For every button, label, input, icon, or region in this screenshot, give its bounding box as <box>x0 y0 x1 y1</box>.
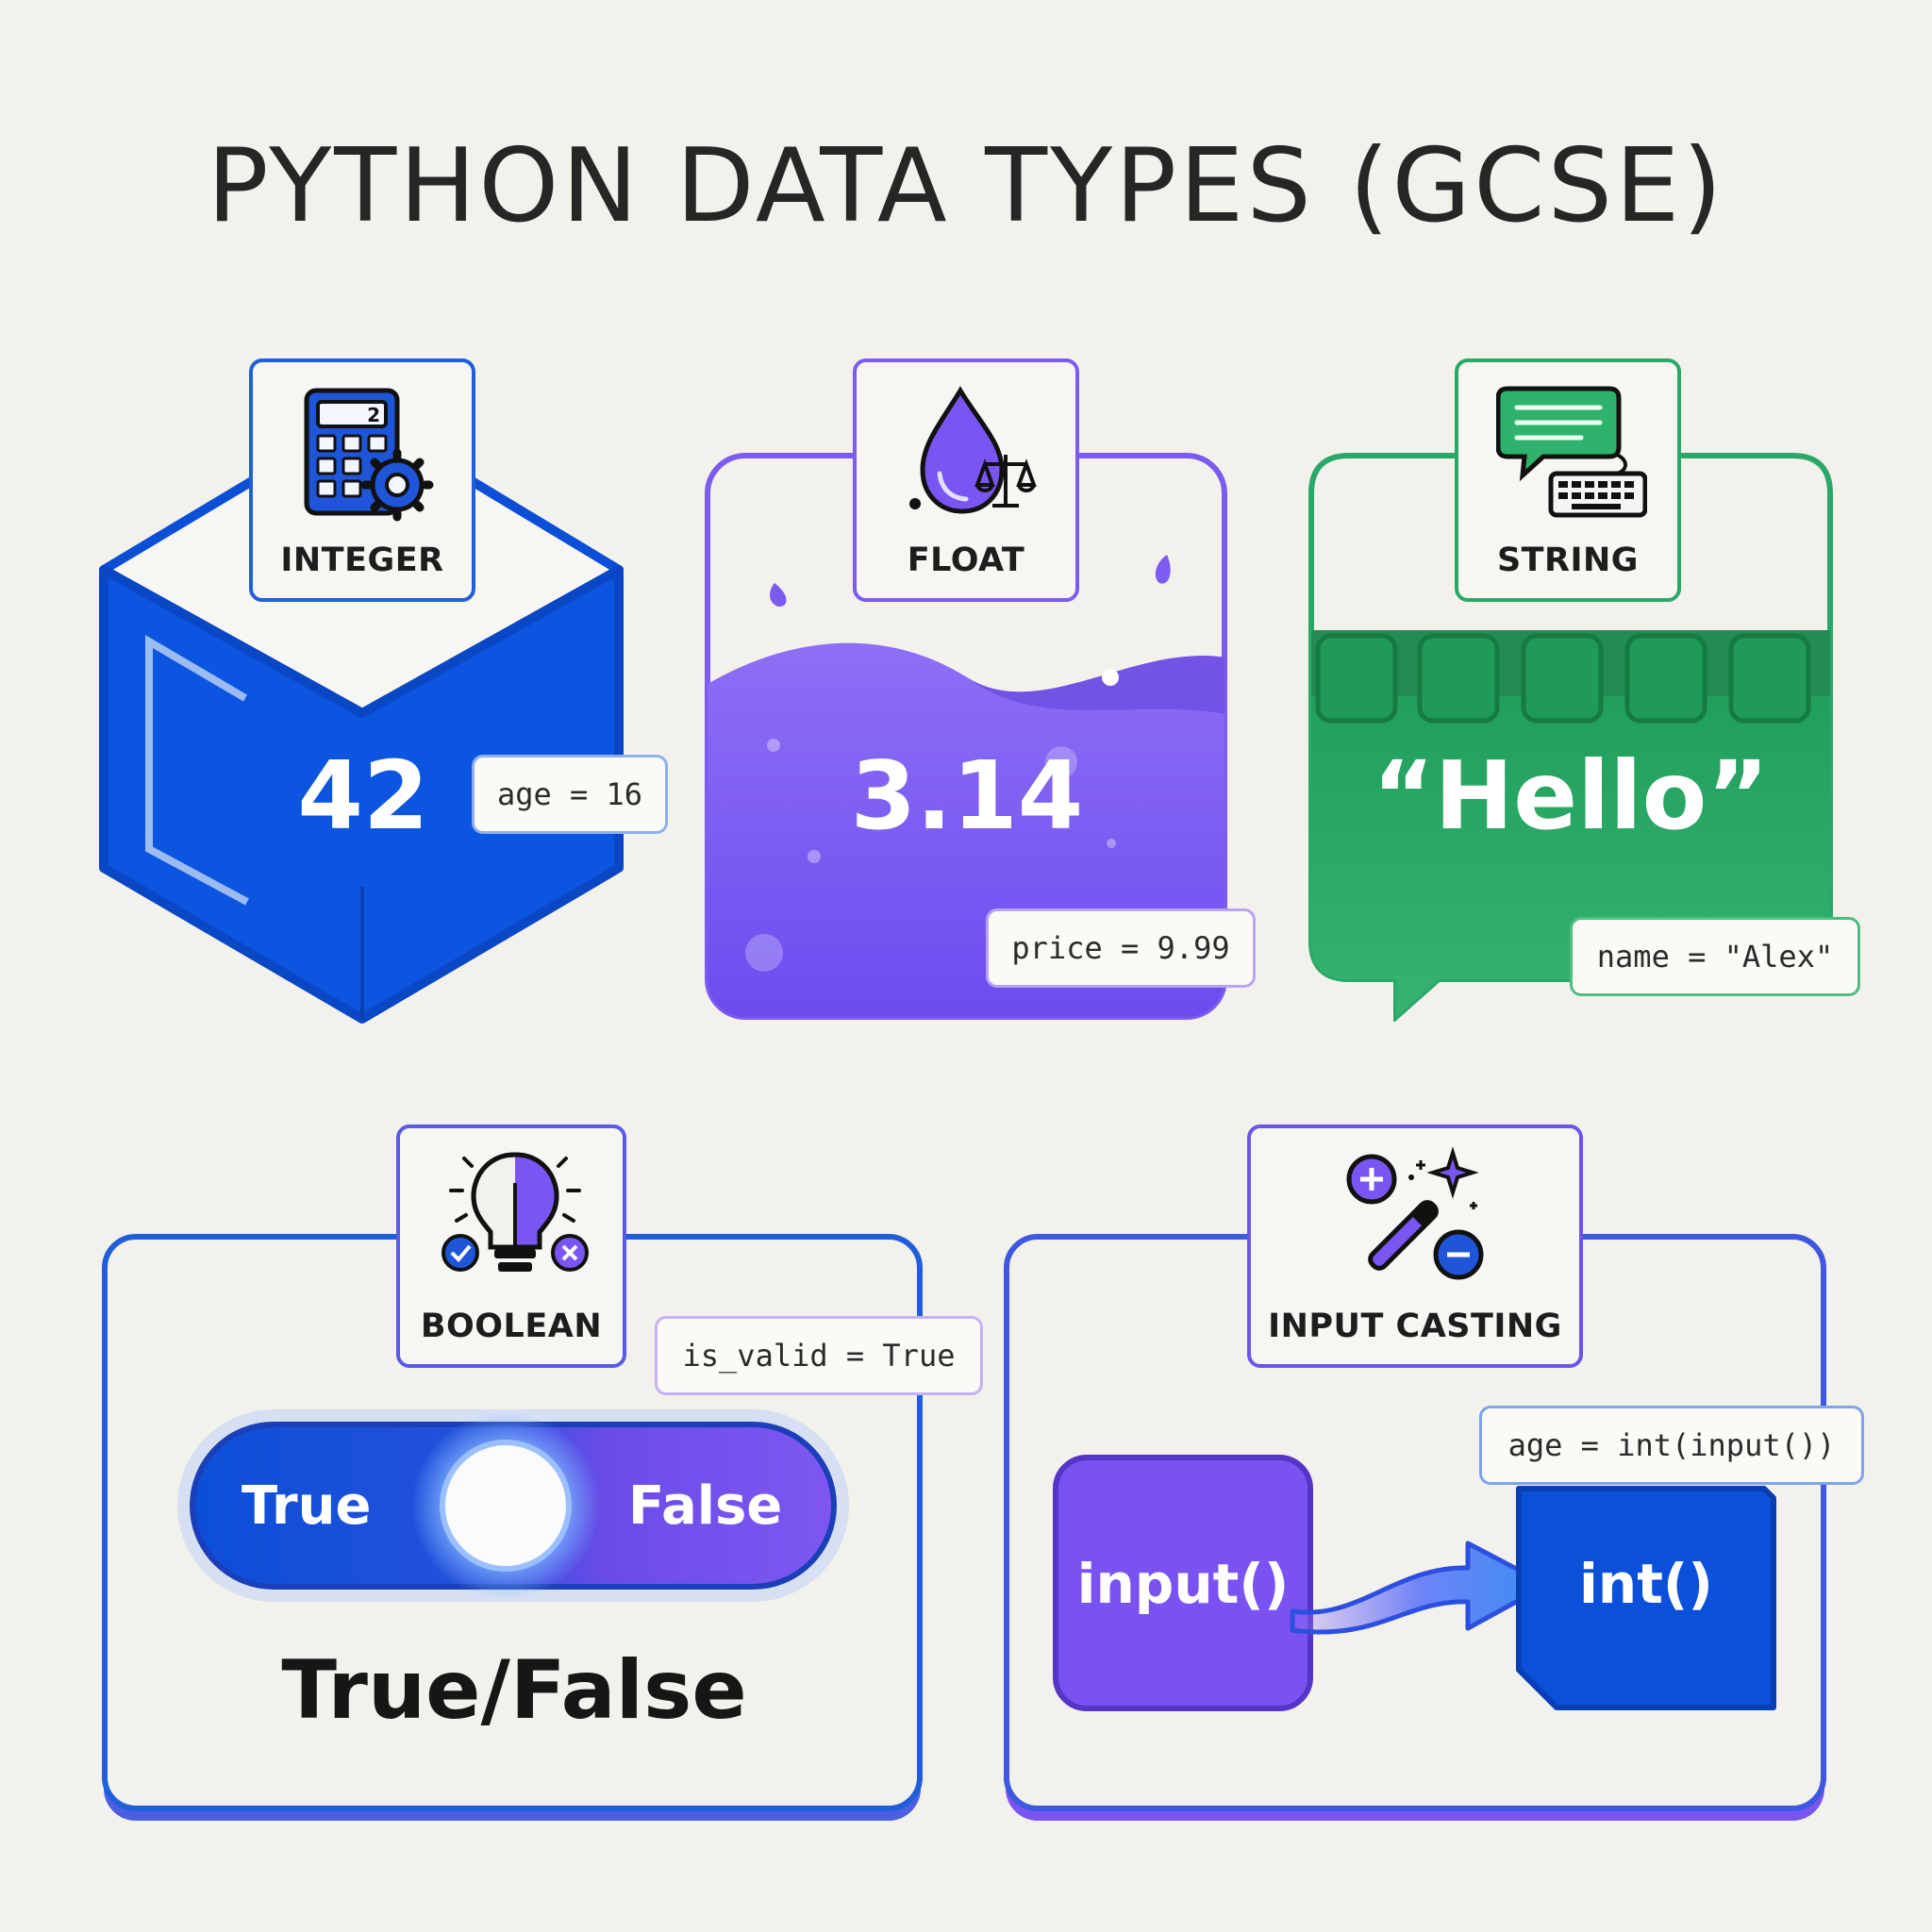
boolean-label-box: BOOLEAN <box>396 1124 626 1368</box>
float-value: 3.14 <box>850 741 1084 851</box>
string-value: “Hello” <box>1372 741 1770 851</box>
float-example-tag: price = 9.99 <box>986 908 1256 988</box>
int-block-shape <box>1516 1486 1776 1710</box>
string-label-box: STRING <box>1455 358 1681 602</box>
boolean-toggle[interactable]: True False <box>174 1406 853 1606</box>
integer-label-box: 2 INTEGER <box>249 358 475 602</box>
integer-value: 42 <box>297 741 429 851</box>
casting-label-box: INPUT CASTING <box>1247 1124 1583 1368</box>
integer-example-tag: age = 16 <box>472 755 668 834</box>
boolean-toggle-knob[interactable] <box>440 1440 572 1572</box>
lightbulb-check-cross-icon <box>441 1152 589 1272</box>
boolean-label: BOOLEAN <box>420 1307 603 1345</box>
casting-label: INPUT CASTING <box>1268 1307 1562 1345</box>
chat-keyboard-icon <box>1496 386 1647 518</box>
boolean-example-tag: is_valid = True <box>655 1316 983 1395</box>
calculator-display-digit: 2 <box>367 404 380 426</box>
toggle-false-label: False <box>628 1475 783 1537</box>
arrow-right-icon <box>1290 1541 1550 1635</box>
page-title: PYTHON DATA TYPES (GCSE) <box>207 127 1725 245</box>
string-example-tag: name = "Alex" <box>1570 917 1860 996</box>
input-function-block <box>1053 1455 1313 1711</box>
input-function-label: input() <box>1076 1552 1290 1616</box>
integer-label: INTEGER <box>280 541 444 579</box>
float-label: FLOAT <box>907 541 1025 579</box>
cast-arrow <box>1283 1509 1566 1651</box>
water-drop-scales-icon <box>909 386 1037 514</box>
calculator-gear-icon: 2 <box>304 388 434 522</box>
magic-wand-plus-minus-icon <box>1346 1146 1484 1280</box>
float-label-box: FLOAT <box>853 358 1079 602</box>
string-label: STRING <box>1496 541 1640 579</box>
toggle-true-label: True <box>242 1475 372 1537</box>
casting-example-tag: age = int(input()) <box>1479 1406 1864 1485</box>
int-function-block <box>1513 1483 1779 1713</box>
int-function-label: int() <box>1579 1552 1713 1616</box>
boolean-caption: True/False <box>281 1643 747 1738</box>
